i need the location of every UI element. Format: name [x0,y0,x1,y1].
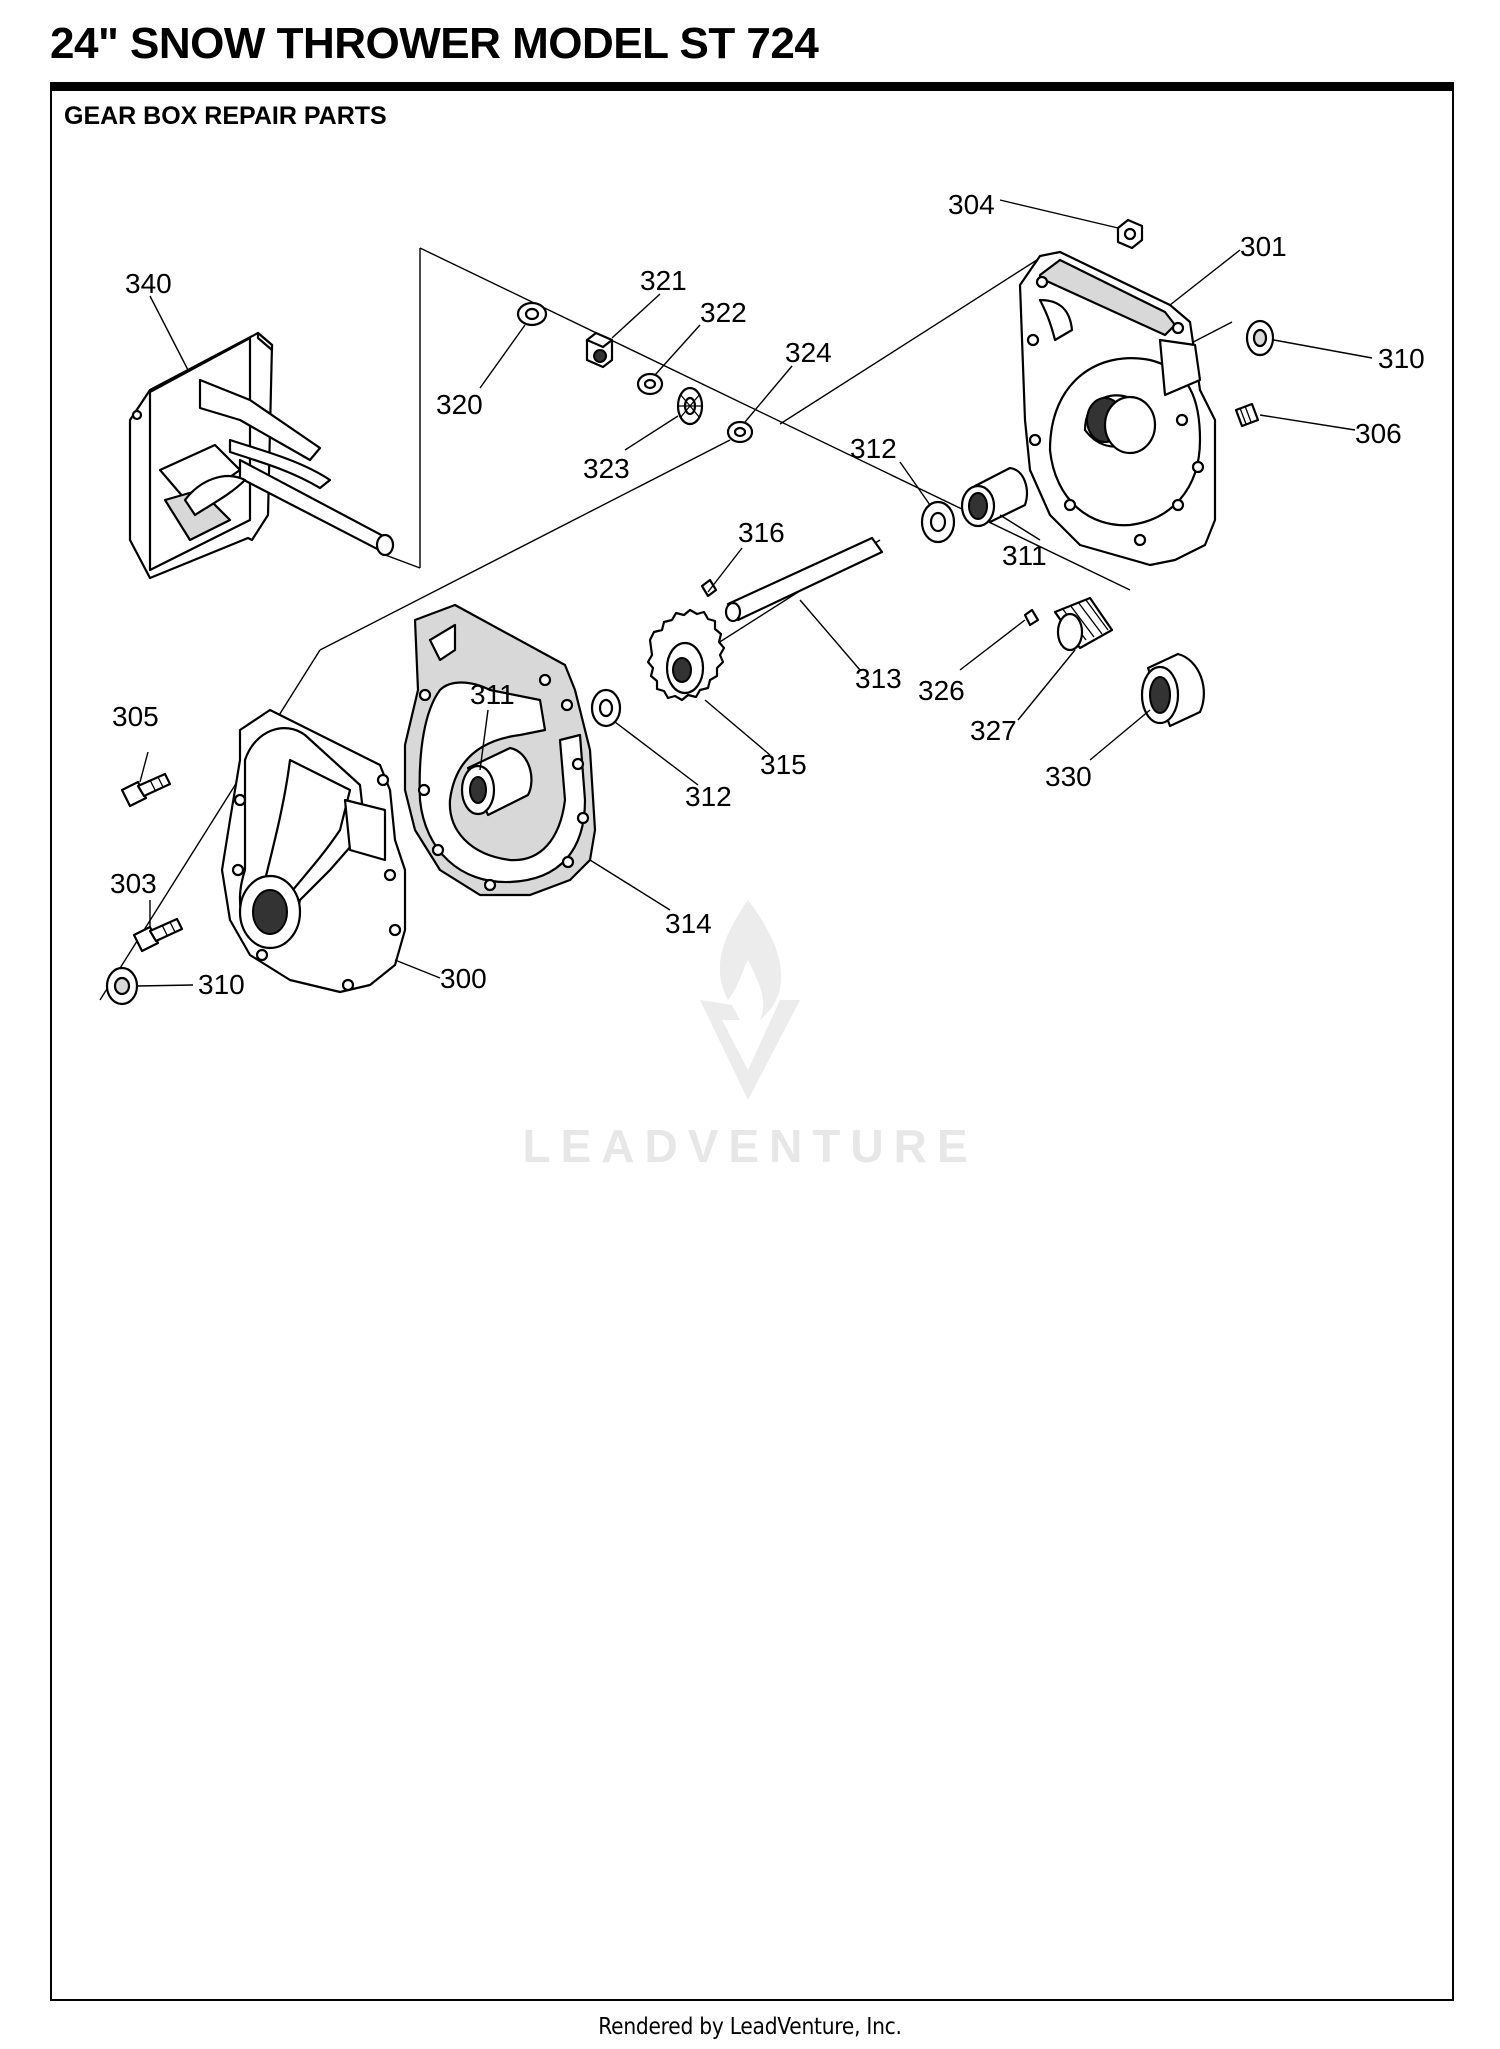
part-316-key [700,578,718,598]
part-311-bushing-lower [460,746,533,817]
callout-301: 301 [1240,231,1287,262]
callout-315: 315 [760,749,807,780]
callout-320: 320 [436,389,483,420]
part-327-worm [1053,596,1114,652]
part-305-bolt [120,772,172,808]
part-310-washer-top [1245,319,1275,357]
part-315-gear [646,608,726,702]
footer-credit: Rendered by LeadVenture, Inc. [598,2014,902,2040]
part-313-shaft [724,536,884,623]
part-312-washer-top [920,500,956,544]
callout-330: 330 [1045,761,1092,792]
callout-305: 305 [112,701,159,732]
part-312-washer-lower [590,688,622,728]
callout-327: 327 [970,715,1017,746]
part-320-washer [516,301,548,327]
callout-311-top: 311 [1002,540,1047,571]
callout-310-bottom: 310 [198,969,245,1000]
part-340-impeller-plate [128,331,395,580]
part-306-set-screw [1234,402,1260,428]
part-322-washer [636,372,664,396]
part-303-bolt [132,917,184,953]
callout-322: 322 [700,297,747,328]
callout-310-top: 310 [1378,343,1425,374]
callout-304: 304 [948,189,995,220]
part-323-lock-washer [676,386,704,426]
callout-312-top: 312 [850,433,897,464]
callout-314: 314 [665,908,712,939]
diagram-frame [50,82,1454,2001]
part-300-gearbox-half [220,708,407,994]
part-330-bushing [1140,652,1205,728]
part-311-bushing-top [960,466,1028,528]
callout-323: 323 [583,453,630,484]
callout-leaders [136,199,1373,987]
leadventure-watermark: LEADVENTURE [522,900,977,1172]
part-321-nut [585,331,614,369]
watermark-text: LEADVENTURE [522,1120,977,1172]
part-310-washer-bottom [105,966,139,1006]
part-301-gearbox-half [1018,250,1217,567]
callout-340: 340 [125,268,172,299]
callout-321: 321 [640,265,687,296]
callout-311-lower: 311 [470,679,515,710]
part-304-nut [1116,218,1144,250]
part-314-gasket [403,603,597,897]
section-title: GEAR BOX REPAIR PARTS [64,102,387,130]
callout-306: 306 [1355,418,1402,449]
callout-326: 326 [918,675,965,706]
watermark-flame-icon [719,900,782,1020]
callout-324: 324 [785,337,832,368]
part-326-key [1023,608,1040,627]
callout-numbers: 304 301 340 321 322 324 310 320 306 312 … [110,189,1425,1000]
page-title: 24" SNOW THROWER MODEL ST 724 [50,19,819,68]
callout-300: 300 [440,963,487,994]
callout-303: 303 [110,868,157,899]
callout-312-lower: 312 [685,781,732,812]
callout-313: 313 [855,663,902,694]
watermark-logo-icon [700,1000,800,1100]
callout-316: 316 [738,517,785,548]
part-324-washer [726,420,754,444]
